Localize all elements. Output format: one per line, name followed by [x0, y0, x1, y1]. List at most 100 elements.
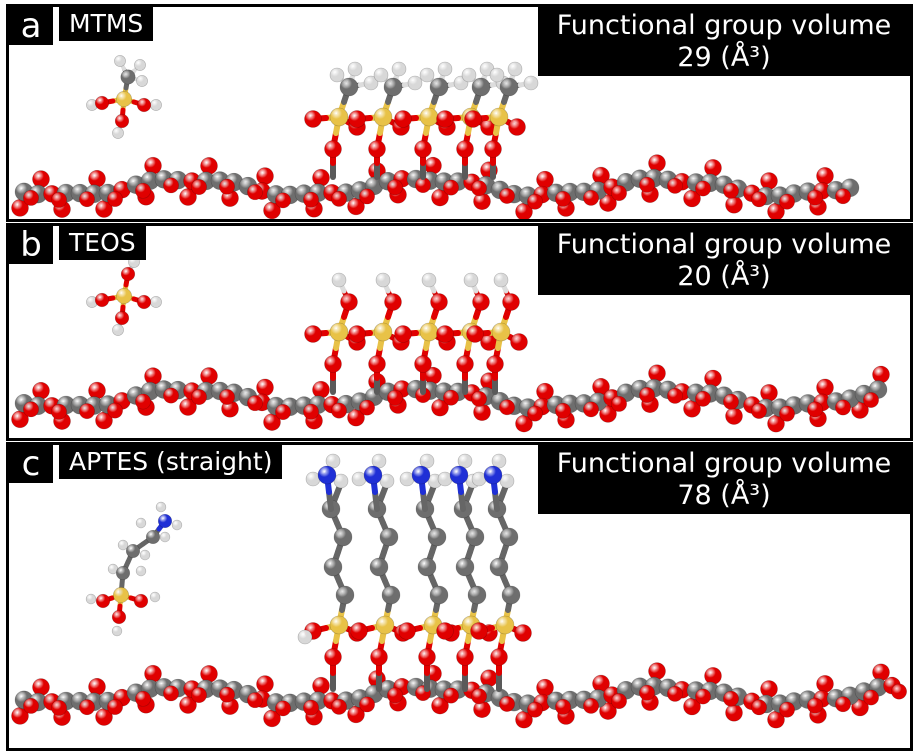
- oxygen-atom: [247, 395, 263, 412]
- oxygen-atom: [120, 266, 136, 282]
- oxygen-atom: [835, 696, 851, 713]
- hydrogen-atom: [419, 67, 435, 83]
- silicon-atom: [329, 107, 349, 127]
- oxygen-atom: [247, 692, 263, 709]
- oxygen-atom: [430, 293, 448, 311]
- oxygen-atom: [359, 399, 375, 416]
- oxygen-atom: [807, 189, 823, 206]
- silicon-atom: [373, 107, 393, 127]
- oxygen-atom: [863, 392, 879, 408]
- hydrogen-atom: [155, 501, 167, 513]
- panel-a: a MTMS Functional group volume 29 (Å³): [6, 4, 913, 222]
- oxygen-atom: [368, 140, 386, 158]
- oxygen-atom: [510, 333, 528, 351]
- hydrogen-atom: [457, 453, 473, 469]
- hydrogen-atom: [325, 453, 341, 469]
- hydrogen-atom: [329, 67, 345, 83]
- oxygen-atom: [464, 110, 482, 128]
- oxygen-atom: [340, 293, 358, 311]
- oxygen-atom: [499, 399, 515, 416]
- oxygen-atom: [79, 403, 95, 420]
- nitrogen-atom: [449, 465, 469, 485]
- oxygen-atom: [872, 365, 890, 384]
- hydrogen-atom: [331, 272, 347, 288]
- oxygen-atom: [555, 190, 571, 207]
- panel-b: b TEOS Functional group volume 20 (Å³): [6, 223, 913, 441]
- oxygen-atom: [324, 355, 342, 373]
- oxygen-atom: [219, 686, 235, 703]
- oxygen-atom: [704, 159, 722, 177]
- hydrogen-atom: [523, 75, 539, 91]
- oxygen-atom: [639, 176, 655, 193]
- silicon-atom: [113, 587, 129, 603]
- oxygen-atom: [200, 157, 218, 175]
- oxygen-atom: [648, 154, 666, 172]
- oxygen-atom: [135, 393, 151, 410]
- oxygen-atom: [723, 690, 739, 707]
- oxygen-atom: [88, 381, 106, 400]
- hydrogen-atom: [112, 324, 124, 336]
- oxygen-atom: [247, 184, 263, 201]
- hydrogen-atom: [150, 296, 162, 308]
- carbon-atom: [381, 585, 401, 605]
- hydrogen-atom: [493, 272, 509, 288]
- hydrogen-atom: [159, 531, 171, 543]
- oxygen-atom: [470, 622, 488, 640]
- oxygen-atom: [94, 95, 110, 111]
- oxygen-atom: [486, 355, 504, 373]
- functional-group-volume-value: 78 (Å³): [677, 480, 771, 511]
- oxygen-atom: [200, 367, 218, 385]
- nitrogen-atom: [157, 513, 173, 529]
- oxygen-atom: [107, 699, 123, 715]
- oxygen-atom: [835, 188, 851, 205]
- oxygen-atom: [695, 688, 711, 705]
- oxygen-atom: [499, 187, 515, 204]
- oxygen-atom: [23, 697, 39, 714]
- oxygen-atom: [95, 593, 111, 609]
- hydrogen-atom: [391, 61, 407, 77]
- panel-a-molecular-model: [11, 55, 860, 219]
- oxygen-atom: [760, 384, 778, 402]
- hydrogen-atom: [379, 473, 395, 489]
- panel-c: c APTES (straight) Functional group volu…: [6, 442, 913, 751]
- oxygen-atom: [502, 293, 520, 311]
- oxygen-atom: [136, 97, 152, 113]
- oxygen-atom: [456, 648, 474, 666]
- oxygen-atom: [527, 193, 543, 210]
- carbon-atom: [383, 77, 403, 97]
- oxygen-atom: [480, 669, 498, 687]
- panel-letter: b: [9, 226, 53, 264]
- oxygen-atom: [275, 192, 291, 209]
- oxygen-atom: [583, 189, 599, 206]
- oxygen-atom: [219, 389, 235, 405]
- oxygen-atom: [816, 167, 834, 185]
- carbon-atom: [333, 527, 353, 547]
- oxygen-atom: [304, 110, 322, 128]
- oxygen-atom: [695, 180, 711, 197]
- carbon-atom: [429, 77, 449, 97]
- functional-group-volume-value: 20 (Å³): [677, 261, 771, 292]
- oxygen-atom: [414, 355, 432, 373]
- oxygen-atom: [312, 676, 330, 695]
- hydrogen-atom: [297, 629, 313, 645]
- hydrogen-atom: [117, 539, 129, 551]
- oxygen-atom: [350, 622, 368, 640]
- oxygen-atom: [88, 169, 106, 188]
- oxygen-atom: [51, 191, 67, 208]
- hydrogen-atom: [489, 67, 505, 83]
- hydrogen-atom: [407, 75, 423, 91]
- oxygen-atom: [704, 667, 722, 685]
- oxygen-atom: [133, 593, 149, 609]
- panel-letter: a: [9, 7, 53, 45]
- oxygen-atom: [348, 110, 366, 128]
- oxygen-atom: [312, 168, 330, 187]
- molecule-name-label: MTMS: [59, 7, 154, 41]
- oxygen-atom: [872, 663, 890, 682]
- oxygen-atom: [32, 382, 50, 400]
- carbon-atom: [499, 77, 519, 97]
- oxygen-atom: [324, 648, 342, 666]
- oxygen-atom: [583, 401, 599, 418]
- carbon-atom: [471, 77, 491, 97]
- oxygen-atom: [32, 678, 50, 696]
- oxygen-atom: [111, 609, 127, 625]
